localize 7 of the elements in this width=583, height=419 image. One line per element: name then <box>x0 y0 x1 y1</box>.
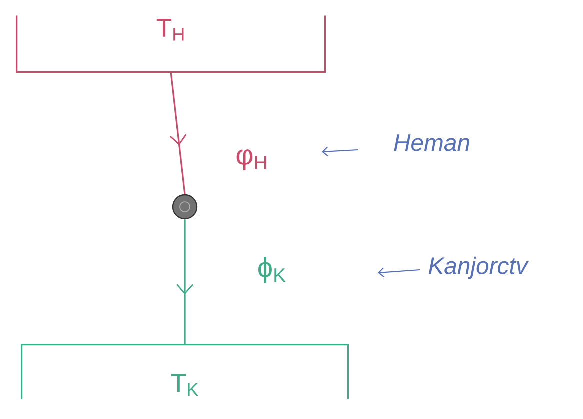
engine-circle <box>172 194 198 220</box>
reservoir-bracket: T$_{K}$ <box>21 344 349 400</box>
reservoir-bracket: T$_{H}$ <box>16 16 326 73</box>
edge-label: ϕ$_{K}$ <box>258 257 286 283</box>
handwritten-note: Kanjorctv <box>428 256 529 280</box>
handwritten-note: Heman <box>394 134 470 152</box>
edge-label: φ$_{H}$ <box>236 150 266 170</box>
